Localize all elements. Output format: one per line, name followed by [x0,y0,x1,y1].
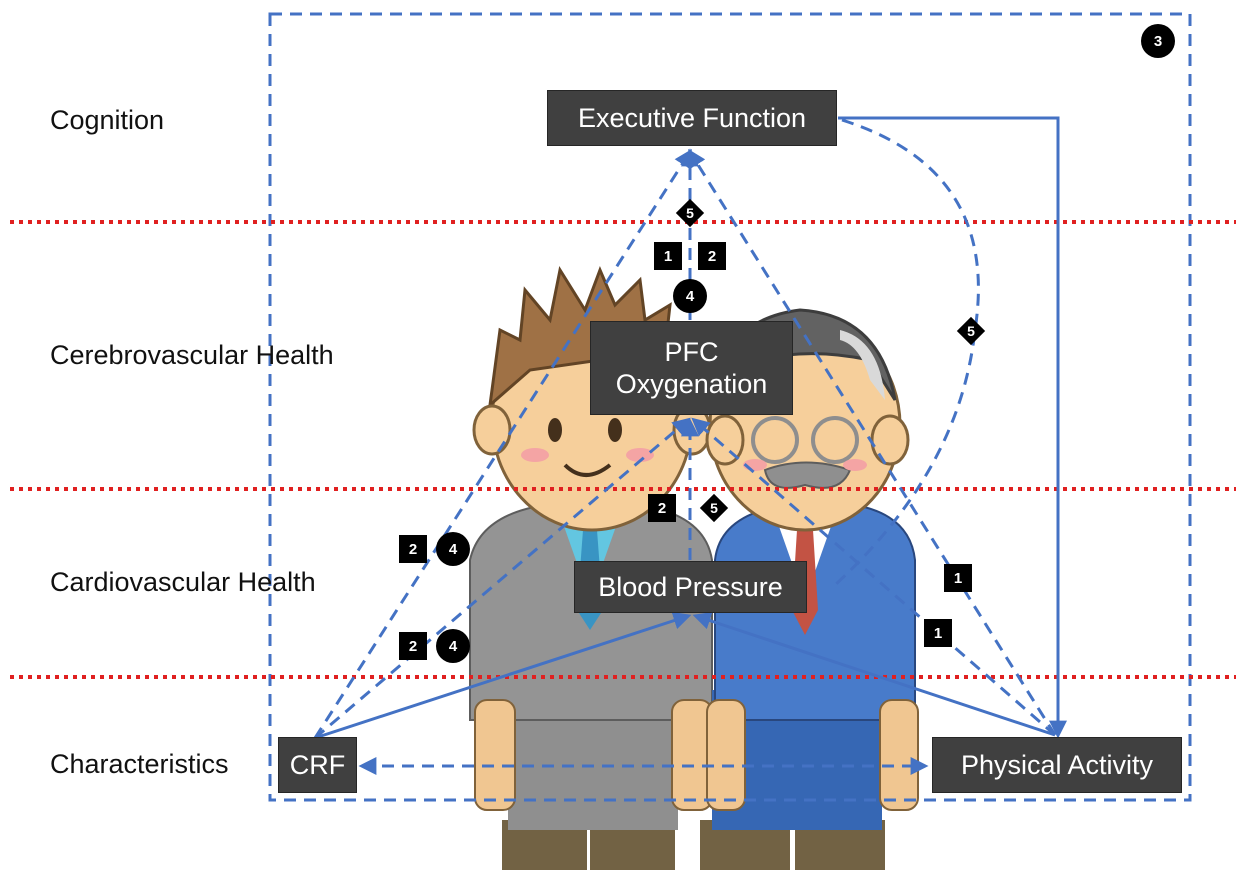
arrow-pa-to-ef [688,148,1057,736]
badge-square-left-upper: 2 [399,535,427,563]
arrow-crf-to-pfc [314,417,691,740]
badge-square-left-lower: 2 [399,632,427,660]
badge-diamond-ef: 5 [675,198,705,228]
level-label-cerebrovascular: Cerebrovascular Health [50,340,334,370]
badge-square-bp: 2 [648,494,676,522]
node-blood-pressure-label: Blood Pressure [598,572,783,602]
badge-circle-ef: 4 [673,279,707,313]
arrow-crf-to-bp [314,611,692,740]
node-blood-pressure: Blood Pressure [574,561,807,613]
badge-square-ef-1: 1 [654,242,682,270]
node-pfc-label-line2: Oxygenation [615,369,768,399]
badge-square-ef-2: 2 [698,242,726,270]
node-executive-function: Executive Function [547,90,837,146]
badge-square-right-b: 1 [924,619,952,647]
badge-diamond-bp: 5 [699,493,729,523]
arrow-ef-to-pa [838,116,1067,739]
node-crf-label: CRF [289,750,346,780]
level-label-cognition: Cognition [50,105,165,135]
node-pfc-oxygenation: PFC Oxygenation [590,321,793,415]
badge-diamond-right: 5 [956,316,986,346]
node-crf: CRF [278,737,357,793]
level-label-cardiovascular: Cardiovascular Health [50,567,316,597]
node-physical-activity-label: Physical Activity [960,750,1154,780]
node-executive-function-label: Executive Function [577,103,807,133]
arrow-pa-to-bp [692,611,1056,737]
node-physical-activity: Physical Activity [932,737,1182,793]
badge-circle-left-lower: 4 [436,629,470,663]
outer-dashed-frame [268,12,1192,802]
badge-diamond-ef-number: 5 [686,205,694,221]
arrow-crf-to-ef [313,148,692,739]
level-label-characteristics: Characteristics [50,749,229,779]
badge-diamond-right-number: 5 [967,323,975,339]
badge-circle-left-upper: 4 [436,532,470,566]
badge-square-right-a: 1 [944,564,972,592]
node-pfc-label-line1: PFC [664,337,719,367]
level-dividers [10,220,1236,679]
badge-diamond-bp-number: 5 [710,500,718,516]
badge-circle-corner: 3 [1141,24,1175,58]
